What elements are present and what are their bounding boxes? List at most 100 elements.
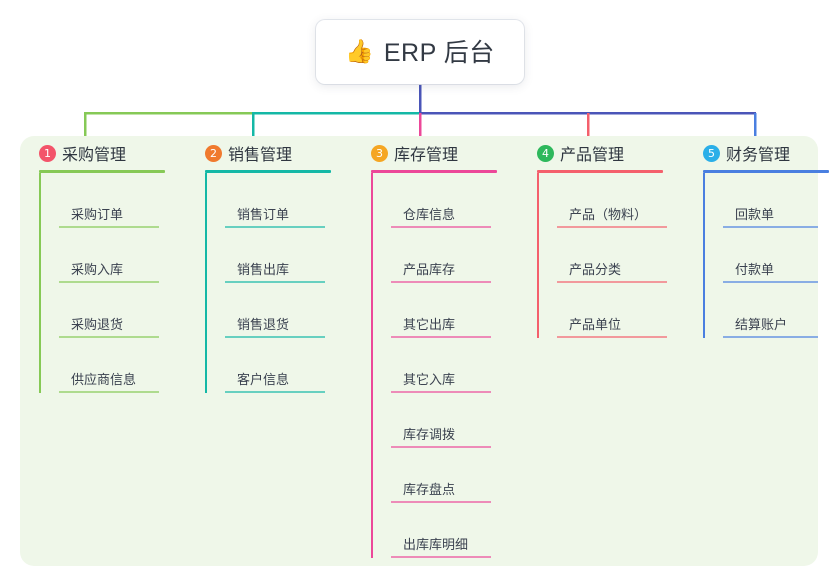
branch-item-rule xyxy=(225,391,325,393)
page-title: ERP 后台 xyxy=(383,39,495,67)
branch-item-rule xyxy=(59,391,159,393)
branch-header-rule xyxy=(703,170,829,173)
branch-header-rule xyxy=(371,170,497,173)
branch-item-list: 采购订单采购入库采购退货供应商信息 xyxy=(39,173,203,393)
branch-title: 销售管理 xyxy=(228,147,293,164)
branch-item-list: 回款单付款单结算账户 xyxy=(703,173,839,338)
branch-item[interactable]: 其它入库 xyxy=(391,338,535,393)
branch-item-list: 产品（物料） 产品分类产品单位 xyxy=(537,173,701,338)
branch-item[interactable]: 销售退货 xyxy=(225,283,369,338)
branch-title: 采购管理 xyxy=(62,147,127,164)
branch-item-label: 库存盘点 xyxy=(403,482,456,497)
branch-item[interactable]: 采购退货 xyxy=(59,283,203,338)
branch-item[interactable]: 出库库明细 xyxy=(391,503,535,558)
branch-panel xyxy=(20,136,818,566)
branch-item-rule xyxy=(557,336,667,338)
branch-item-list: 仓库信息产品库存其它出库其它入库库存调拨库存盘点出库库明细 xyxy=(371,173,535,558)
branch-item[interactable]: 回款单 xyxy=(723,173,839,228)
branch-item[interactable]: 产品库存 xyxy=(391,228,535,283)
branch-item-label: 回款单 xyxy=(735,207,775,222)
branch-item[interactable]: 产品单位 xyxy=(557,283,701,338)
branch-item-rule xyxy=(391,391,491,393)
branch-title: 产品管理 xyxy=(560,147,625,164)
branch-header-rule xyxy=(537,170,663,173)
branch-item[interactable]: 销售出库 xyxy=(225,228,369,283)
branch-item[interactable]: 库存调拨 xyxy=(391,393,535,448)
branch-spine xyxy=(39,173,41,393)
branch-item-rule xyxy=(391,226,491,228)
branch-spine xyxy=(703,173,705,338)
branch-item-rule xyxy=(557,281,667,283)
branch-item-label: 采购入库 xyxy=(71,262,124,277)
branch-item-label: 产品分类 xyxy=(569,262,622,277)
branch-item-rule xyxy=(59,226,159,228)
branch-spine xyxy=(537,173,539,338)
branch-header-3[interactable]: 3 库存管理 xyxy=(369,136,535,170)
branch-item-rule xyxy=(225,336,325,338)
branch-item-label: 产品（物料） xyxy=(569,207,648,222)
branch-item-rule xyxy=(723,336,818,338)
branch-item-label: 结算账户 xyxy=(735,317,788,332)
branch-spine xyxy=(371,173,373,558)
branch-item-label: 出库库明细 xyxy=(403,537,469,552)
branch-item-rule xyxy=(723,226,818,228)
branch-item-label: 付款单 xyxy=(735,262,775,277)
branch-item-label: 产品单位 xyxy=(569,317,622,332)
branch-item[interactable]: 供应商信息 xyxy=(59,338,203,393)
branch-item-rule xyxy=(723,281,818,283)
branch-spine xyxy=(205,173,207,393)
branch-item-label: 销售订单 xyxy=(237,207,290,222)
branch-item-label: 其它出库 xyxy=(403,317,456,332)
branch-item-label: 仓库信息 xyxy=(403,207,456,222)
branch-item-label: 采购订单 xyxy=(71,207,124,222)
branch-header-2[interactable]: 2 销售管理 xyxy=(203,136,369,170)
branch-item[interactable]: 仓库信息 xyxy=(391,173,535,228)
branch-column-1: 1 采购管理采购订单采购入库采购退货供应商信息 xyxy=(37,136,203,566)
branch-item[interactable]: 其它出库 xyxy=(391,283,535,338)
branch-item-rule xyxy=(391,556,491,558)
branch-item-label: 供应商信息 xyxy=(71,372,137,387)
thumbs-up-icon: 👍 xyxy=(345,37,374,64)
branch-item-rule xyxy=(391,281,491,283)
root-node-card[interactable]: 👍 ERP 后台 xyxy=(316,20,524,84)
branch-item-rule xyxy=(391,501,491,503)
branch-item-rule xyxy=(59,336,159,338)
branch-number-badge: 3 xyxy=(371,144,388,162)
branch-item[interactable]: 采购订单 xyxy=(59,173,203,228)
branch-item[interactable]: 销售订单 xyxy=(225,173,369,228)
branch-item[interactable]: 结算账户 xyxy=(723,283,839,338)
root-node-content: 👍 ERP 后台 xyxy=(345,33,495,69)
branch-item[interactable]: 库存盘点 xyxy=(391,448,535,503)
branch-item-label: 销售出库 xyxy=(237,262,290,277)
branch-header-rule xyxy=(39,170,165,173)
branch-item[interactable]: 采购入库 xyxy=(59,228,203,283)
branch-item-rule xyxy=(225,281,325,283)
branch-item-rule xyxy=(225,226,325,228)
branch-item[interactable]: 产品分类 xyxy=(557,228,701,283)
branch-column-2: 2 销售管理销售订单销售出库销售退货客户信息 xyxy=(203,136,369,566)
branch-title: 库存管理 xyxy=(394,147,459,164)
branch-item-label: 销售退货 xyxy=(237,317,290,332)
branch-column-4: 4 产品管理产品（物料） 产品分类产品单位 xyxy=(535,136,701,566)
branch-number-badge: 2 xyxy=(205,144,222,162)
branch-header-4[interactable]: 4 产品管理 xyxy=(535,136,701,170)
branch-item-label: 库存调拨 xyxy=(403,427,456,442)
branch-header-1[interactable]: 1 采购管理 xyxy=(37,136,203,170)
branch-item[interactable]: 客户信息 xyxy=(225,338,369,393)
branch-number-badge: 1 xyxy=(39,144,56,162)
branch-header-rule xyxy=(205,170,331,173)
branch-number-badge: 4 xyxy=(537,144,554,162)
branch-item[interactable]: 产品（物料） xyxy=(557,173,701,228)
branch-item-rule xyxy=(391,446,491,448)
branch-item-label: 客户信息 xyxy=(237,372,290,387)
branch-item-label: 其它入库 xyxy=(403,372,456,387)
branch-column-3: 3 库存管理仓库信息产品库存其它出库其它入库库存调拨库存盘点出库库明细 xyxy=(369,136,535,566)
branch-item-rule xyxy=(391,336,491,338)
branch-item[interactable]: 付款单 xyxy=(723,228,839,283)
branch-number-badge: 5 xyxy=(703,144,720,162)
branch-item-list: 销售订单销售出库销售退货客户信息 xyxy=(205,173,369,393)
